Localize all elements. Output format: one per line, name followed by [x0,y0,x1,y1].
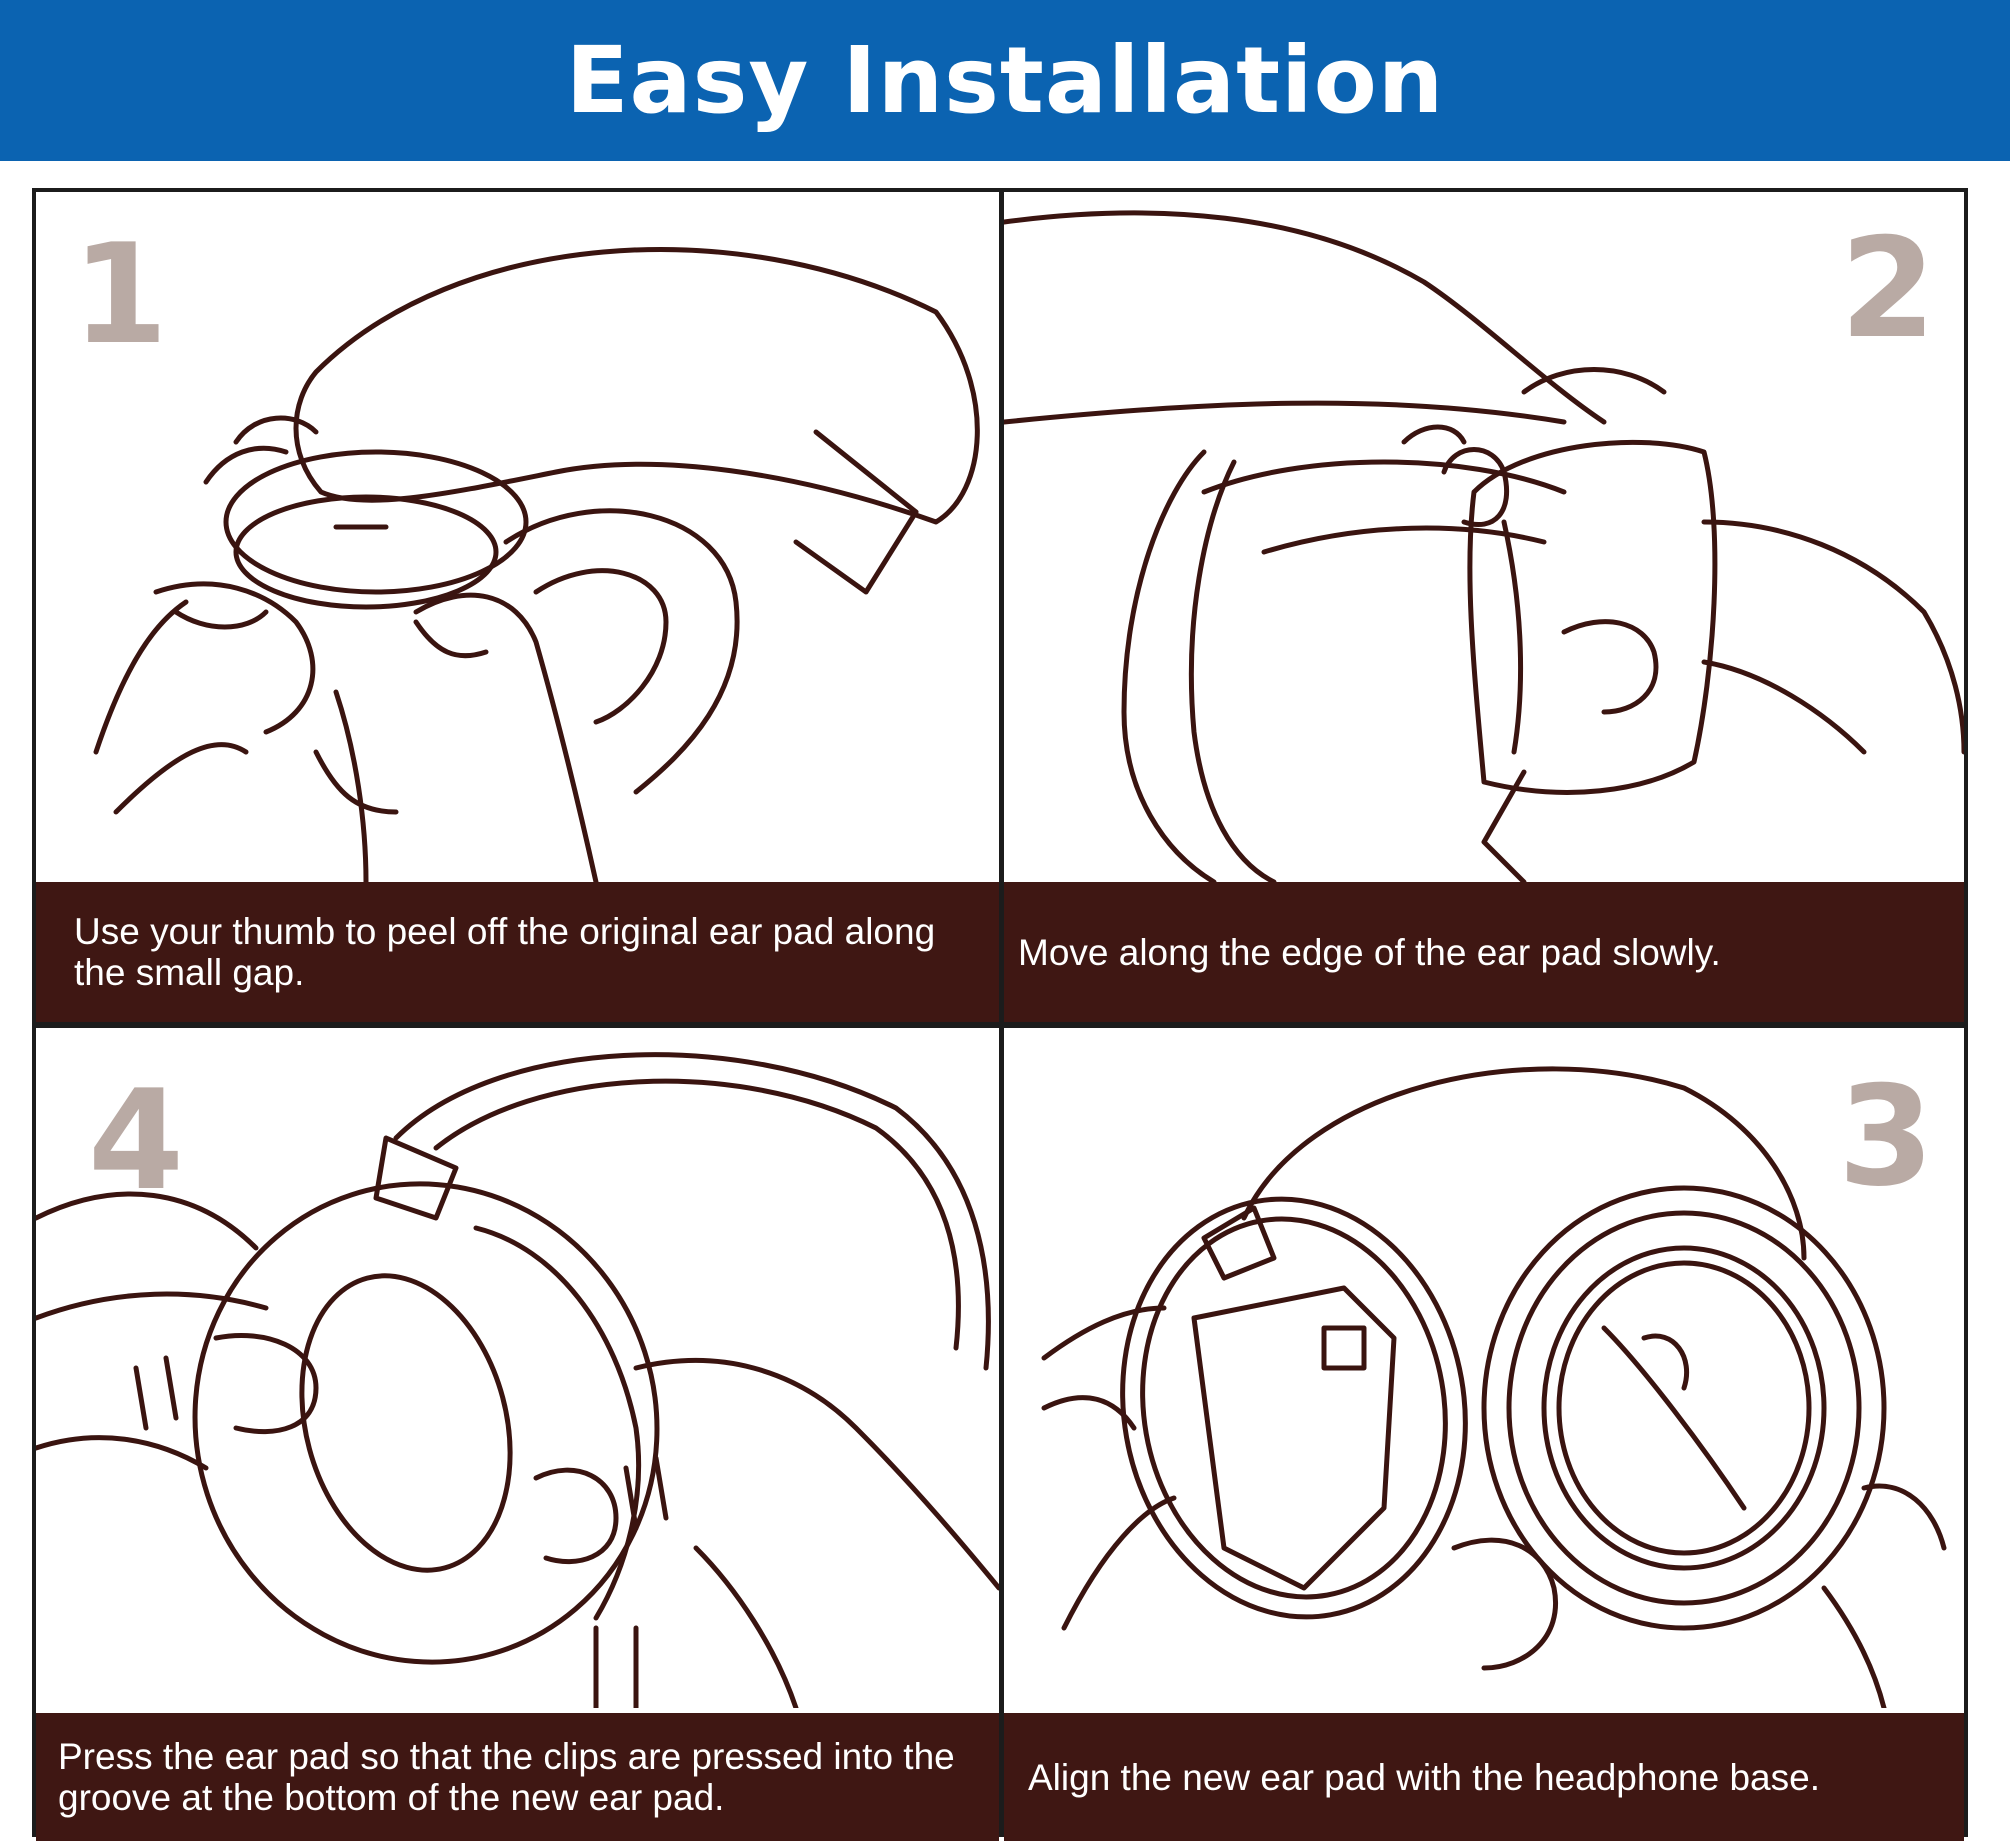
header-banner: Easy Installation [0,0,2010,161]
step-panel-1: 1 Use your thumb to peel off the origina… [36,192,999,1022]
panel-divider-vertical [999,192,1004,1833]
illustration-align-pad [1041,1066,1947,1708]
step-caption: Press the ear pad so that the clips are … [36,1713,999,1841]
step-panel-4: 4 Press the ear pad so that the clips ar… [36,1028,999,1841]
step-panel-3: 3 Align the new ear pad with the headpho… [1004,1028,1964,1841]
illustration-move-along-edge [1004,210,1964,882]
page-title: Easy Installation [565,27,1445,134]
panel-divider-horizontal [36,1022,1964,1028]
step-number: 2 [1839,208,1936,369]
step-number: 4 [88,1060,185,1221]
step-caption: Move along the edge of the ear pad slowl… [1004,882,1964,1022]
step-panel-2: 2 Move along the edge of the ear pad slo… [1004,192,1964,1022]
instruction-grid: 1 Use your thumb to peel off the origina… [32,188,1968,1841]
illustration-press-pad [36,1052,999,1708]
step-number: 1 [72,214,169,375]
illustration-peel-off-pad [93,247,980,882]
step-caption: Use your thumb to peel off the original … [36,882,999,1022]
step-number: 3 [1837,1056,1934,1217]
step-caption: Align the new ear pad with the headphone… [1004,1713,1964,1841]
